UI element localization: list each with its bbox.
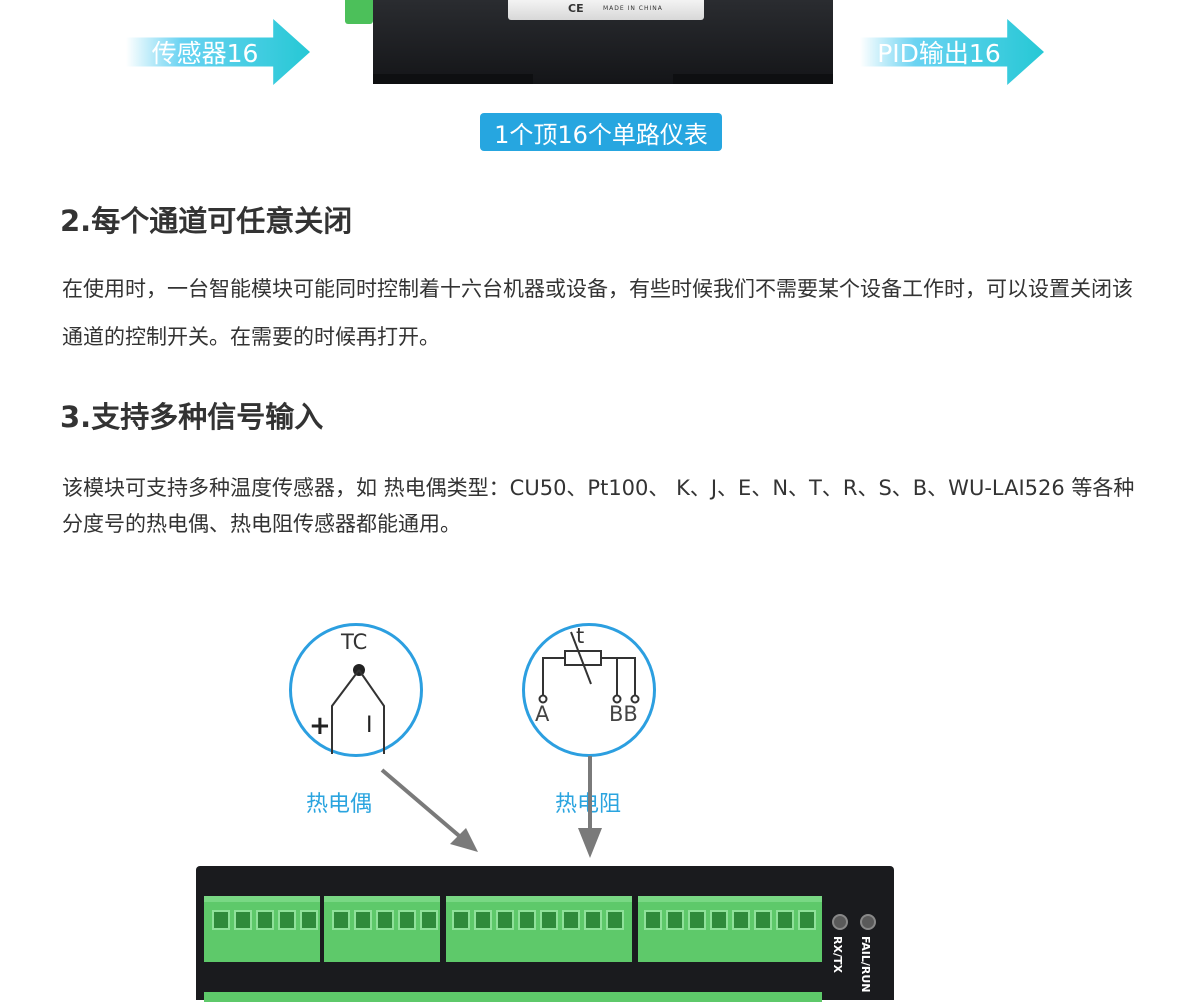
rtd-symbol-label: t (576, 624, 585, 648)
section3-body: 该模块可支持多种温度传感器，如 热电偶类型：CU50、Pt100、 K、J、E、… (62, 476, 1135, 536)
one-for-sixteen-badge: 1个顶16个单路仪表 (480, 113, 722, 151)
device-terminal-connector (345, 0, 373, 24)
section2-body: 在使用时，一台智能模块可能同时控制着十六台机器或设备，有些时候我们不需要某个设备… (62, 277, 1133, 349)
tc-minus-label: I (366, 713, 373, 738)
pid-output-arrow: PID输出16 (860, 19, 1044, 85)
terminal-block-1 (204, 896, 320, 962)
device-module-top: CE MADE IN CHINA (373, 0, 833, 84)
rtd-arrow-head (578, 828, 602, 858)
tc-arrow-head (450, 828, 478, 852)
terminal-row-lower (204, 992, 822, 1002)
terminal-block-4 (638, 896, 822, 962)
terminal-block-3 (446, 896, 632, 962)
section2-title: 2.每个通道可任意关闭 (60, 204, 353, 238)
sensor-arrow: 传感器16 (126, 19, 310, 85)
terminal-block-2 (324, 896, 440, 962)
fail-run-label: FAIL/RUN (859, 936, 872, 993)
rtd-icon (538, 631, 640, 704)
device-foot-left (373, 74, 533, 84)
sensor-arrow-label: 传感器16 (151, 39, 259, 68)
section3-title: 3.支持多种信号输入 (60, 400, 324, 434)
thermocouple-symbol (289, 623, 423, 757)
pid-output-arrow-label: PID输出16 (877, 39, 1001, 68)
rxtx-led (832, 914, 848, 930)
tc-plus-label: + (309, 711, 331, 741)
thermocouple-label: 热电偶 (306, 792, 373, 817)
rtd-pin-b-label: BB (609, 702, 638, 726)
rtd-symbol (522, 623, 656, 757)
device-label-plate: CE MADE IN CHINA (508, 0, 704, 20)
tc-symbol-label: TC (341, 630, 368, 654)
thermocouple-icon (331, 664, 385, 754)
fail-run-led (860, 914, 876, 930)
connection-arrows (380, 756, 602, 858)
made-in-label: MADE IN CHINA (603, 5, 663, 12)
ce-mark: CE (568, 2, 584, 15)
rxtx-label: RX/TX (831, 936, 844, 973)
device-module-bottom: RX/TX FAIL/RUN (196, 866, 894, 1002)
rtd-pin-a-label: A (535, 702, 550, 726)
device-foot-right (673, 74, 833, 84)
